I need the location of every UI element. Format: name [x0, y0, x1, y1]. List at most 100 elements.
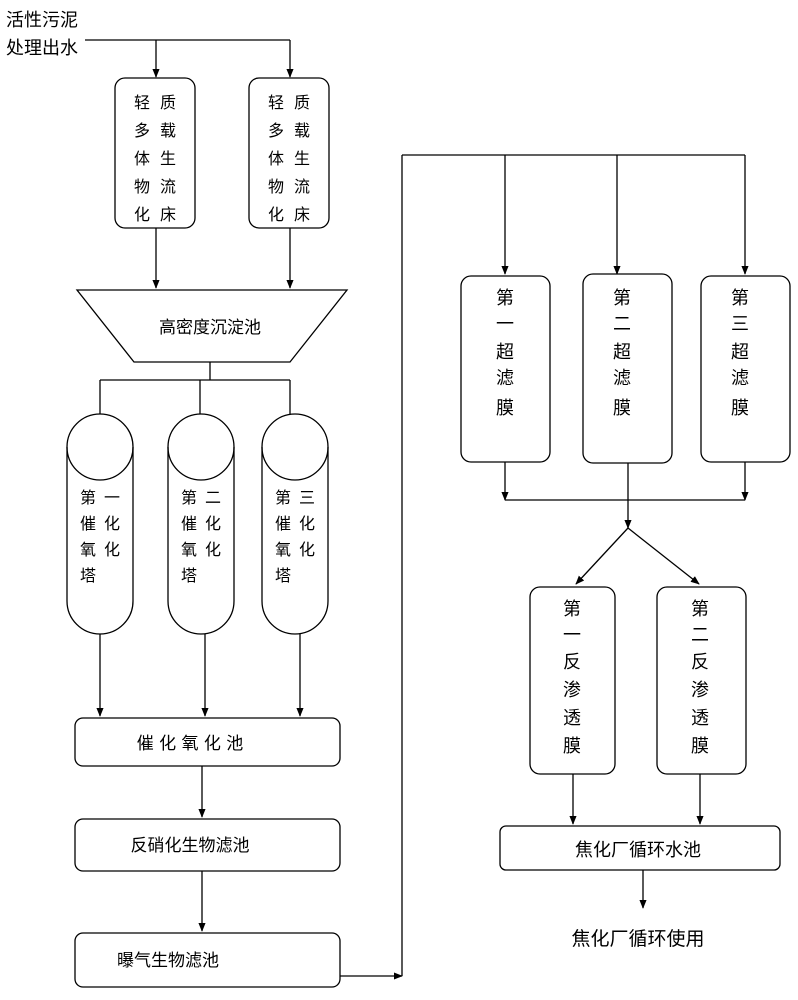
ro1-l2: 反 — [563, 652, 581, 673]
fb2-c1-3: 流 — [294, 177, 310, 196]
fb1-c0-1: 多 — [134, 121, 150, 140]
catalytic-tower-2: 第 催 氧 塔 二 化 化 — [167, 413, 235, 635]
denitrification-filter-box — [74, 818, 341, 872]
input-label-line-2: 处理出水 — [6, 38, 78, 59]
arrow-to-ro-1 — [575, 527, 629, 585]
ct2-c0-1: 催 — [181, 514, 197, 533]
ro1-l0: 第 — [563, 599, 581, 620]
uf3-l3: 滤 — [731, 368, 749, 389]
catalytic-oxidation-pool-box — [74, 717, 341, 767]
circulating-pool: 焦化厂循环水池 — [499, 825, 781, 871]
ct2-c1-0: 二 — [205, 488, 221, 507]
fluidized-bed-2-box — [248, 77, 330, 229]
catalytic-tower-3: 第 催 氧 塔 三 化 化 — [261, 413, 329, 635]
fb1-c0-3: 物 — [134, 177, 150, 196]
ro2-l0: 第 — [691, 599, 709, 620]
fb2-c1-1: 载 — [294, 121, 310, 140]
uf2-l3: 滤 — [613, 368, 631, 389]
uf2-l1: 二 — [613, 314, 631, 335]
arrow-to-ro-2 — [627, 527, 700, 585]
denitrification-filter: 反硝化生物滤池 — [74, 818, 341, 872]
fb2-c0-1: 多 — [268, 121, 284, 140]
fb1-c1-0: 质 — [160, 93, 176, 112]
ct3-c0-3: 塔 — [275, 566, 291, 585]
aeration-filter-box — [74, 932, 341, 988]
input-label-line-1: 活性污泥 — [6, 10, 78, 31]
ct1-c1-2: 化 — [104, 540, 120, 559]
ro1-l3: 渗 — [563, 680, 581, 701]
fb1-c1-1: 载 — [160, 121, 176, 140]
aeration-filter: 曝气生物滤池 — [74, 932, 341, 988]
ct3-c0-2: 氧 — [275, 540, 291, 559]
catalytic-oxidation-pool: 催 化 氧 化 池 — [74, 717, 341, 767]
uf-collection — [501, 462, 749, 585]
catalytic-tower-1: 第 催 氧 塔 一 化 化 — [66, 413, 134, 635]
fb1-c1-3: 流 — [160, 177, 176, 196]
fb1-c0-4: 化 — [134, 205, 150, 224]
ct2-c0-3: 塔 — [181, 566, 197, 585]
fb2-c0-2: 体 — [268, 149, 284, 168]
fb1-c0-0: 轻 — [134, 93, 150, 112]
input-label: 活性污泥 处理出水 — [6, 10, 78, 59]
ct3-c1-2: 化 — [299, 540, 315, 559]
uf1-l2: 超 — [496, 342, 514, 363]
ro2-l3: 渗 — [691, 680, 709, 701]
ct1-c0-0: 第 — [80, 488, 96, 507]
ct1-c1-0: 一 — [104, 488, 120, 507]
ro2-l2: 反 — [691, 652, 709, 673]
fluidized-bed-1: 轻 多 体 物 化 质 载 生 流 床 — [114, 77, 196, 229]
ct2-c1-1: 化 — [205, 514, 221, 533]
input-connectors — [85, 39, 294, 78]
catalytic-tower-2-shape — [167, 413, 235, 635]
aeration-filter-label: 曝气生物滤池 — [117, 951, 219, 971]
catalytic-tower-1-top-arc — [66, 446, 134, 481]
fb2-c0-4: 化 — [268, 205, 284, 224]
fb2-c1-0: 质 — [294, 93, 310, 112]
sedimentation-tank: 高密度沉淀池 — [75, 289, 349, 363]
uf3-l2: 超 — [731, 342, 749, 363]
ct3-c0-1: 催 — [275, 514, 291, 533]
ct1-c1-1: 化 — [104, 514, 120, 533]
ultrafiltration-membrane-2: 第 二 超 滤 膜 — [582, 273, 673, 464]
sedimentation-tank-shape — [75, 289, 349, 363]
fb1-c1-2: 生 — [160, 149, 176, 168]
circulating-pool-label: 焦化厂循环水池 — [575, 840, 701, 861]
ct2-c1-2: 化 — [205, 540, 221, 559]
uf1-l4: 膜 — [496, 398, 514, 419]
catalytic-tower-2-top-arc — [167, 446, 235, 481]
ct2-c0-2: 氧 — [181, 540, 197, 559]
fb1-c1-4: 床 — [160, 205, 176, 224]
circulating-pool-box — [499, 825, 781, 871]
ct2-c0-0: 第 — [181, 488, 197, 507]
ro1-l4: 透 — [563, 708, 581, 729]
fb1-c0-2: 体 — [134, 149, 150, 168]
catalytic-tower-3-shape — [261, 413, 329, 635]
ro1-l1: 一 — [563, 625, 581, 646]
ro-membrane-2-box — [656, 586, 747, 775]
fb2-c0-3: 物 — [268, 177, 284, 196]
ct3-c0-0: 第 — [275, 488, 291, 507]
reverse-osmosis-membrane-1: 第 一 反 渗 透 膜 — [529, 586, 616, 775]
fb2-c0-0: 轻 — [268, 93, 284, 112]
ct1-c0-2: 氧 — [80, 540, 96, 559]
reverse-osmosis-membrane-2: 第 二 反 渗 透 膜 — [656, 586, 747, 775]
sedimentation-tank-label: 高密度沉淀池 — [159, 318, 261, 338]
ro2-l5: 膜 — [691, 736, 709, 757]
uf2-l0: 第 — [613, 288, 631, 309]
uf1-l1: 一 — [496, 314, 514, 335]
fb2-c1-2: 生 — [294, 149, 310, 168]
uf3-l0: 第 — [731, 288, 749, 309]
catalytic-oxidation-pool-label: 催 化 氧 化 池 — [137, 734, 244, 754]
denitrification-filter-label: 反硝化生物滤池 — [131, 836, 250, 856]
fb2-c1-4: 床 — [294, 205, 310, 224]
final-output-label: 焦化厂循环使用 — [571, 928, 704, 950]
ct1-c0-3: 塔 — [80, 566, 96, 585]
fluidized-bed-1-box — [114, 77, 196, 229]
ct3-c1-1: 化 — [299, 514, 315, 533]
uf2-l4: 膜 — [613, 398, 631, 419]
uf2-l2: 超 — [613, 342, 631, 363]
catalytic-tower-1-shape — [66, 413, 134, 635]
uf1-l0: 第 — [496, 288, 514, 309]
ro1-l5: 膜 — [563, 736, 581, 757]
